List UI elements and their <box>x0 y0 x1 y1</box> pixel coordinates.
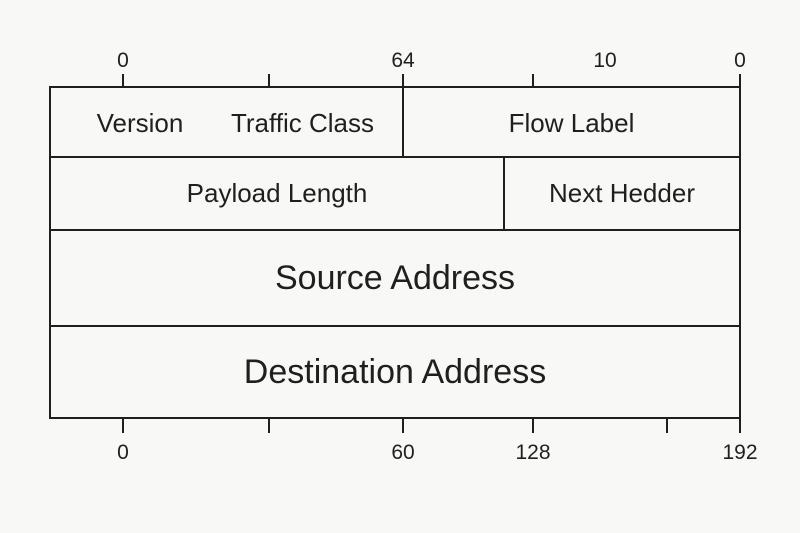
header-outline <box>49 86 741 419</box>
destination-address-field-label: Destination Address <box>243 353 547 391</box>
bottom-scale-label-60: 60 <box>391 441 415 464</box>
top-scale-label-10: 10 <box>593 49 617 72</box>
payload-length-field-label: Payload Length <box>186 178 368 208</box>
traffic-class-field-label: Traffic Class <box>230 108 375 138</box>
next-header-field-label: Next Hedder <box>549 178 695 208</box>
top-scale-label-0: 0 <box>117 49 129 72</box>
bottom-scale-label-0: 0 <box>117 441 129 464</box>
bottom-scale-label-128: 128 <box>515 441 551 464</box>
version-field-label: Version <box>96 108 184 138</box>
flow-label-field-label: Flow Label <box>508 108 635 138</box>
top-scale-label-64: 64 <box>391 49 415 72</box>
source-address-field-label: Source Address <box>274 259 516 297</box>
top-scale-label-end: 0 <box>734 49 746 72</box>
bottom-scale-label-192: 192 <box>722 441 758 464</box>
